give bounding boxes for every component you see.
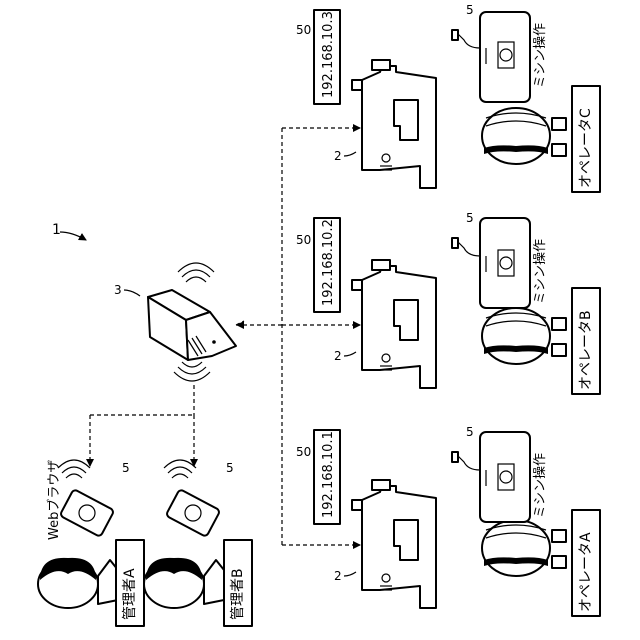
ip-address-box: 50 192.168.10.1 (296, 430, 340, 524)
operator-a-label-box: オペレータA (572, 510, 600, 616)
lane-a: 50 192.168.10.1 2 オペレータA (296, 425, 600, 616)
svg-text:50: 50 (296, 445, 311, 459)
person-icon (144, 558, 224, 608)
svg-text:オペレータA: オペレータA (578, 532, 594, 612)
smartphone-icon: 5 (58, 460, 130, 537)
svg-text:Webブラウザ: Webブラウザ (46, 460, 62, 540)
manager-b: 5 管理者B (144, 460, 252, 626)
svg-text:5: 5 (226, 461, 234, 475)
svg-text:管理者A: 管理者A (122, 568, 138, 620)
svg-text:192.168.10.3: 192.168.10.3 (321, 11, 336, 98)
manager-a-label-box: 管理者A (116, 540, 144, 626)
lane-b: 50 192.168.10.2 2 オペレータB (296, 211, 600, 394)
svg-text:5: 5 (466, 425, 474, 439)
svg-text:192.168.10.2: 192.168.10.2 (321, 219, 336, 306)
operator-person-icon (482, 520, 566, 576)
ip-address-box: 50 192.168.10.2 (296, 218, 340, 312)
manager-b-label-box: 管理者B (224, 540, 252, 626)
lane-c: 50 192.168.10.3 2 オペレータC (296, 3, 600, 192)
person-icon (38, 558, 118, 608)
svg-text:オペレータB: オペレータB (578, 310, 594, 390)
svg-text:2: 2 (334, 349, 342, 363)
web-browser-label: Webブラウザ (46, 460, 62, 540)
svg-text:192.168.10.1: 192.168.10.1 (321, 431, 336, 518)
svg-text:1: 1 (52, 222, 61, 238)
svg-text:50: 50 (296, 233, 311, 247)
svg-text:5: 5 (122, 461, 130, 475)
manager-a: 5 管理者A Webブラウザ (38, 460, 144, 626)
operator-b-label-box: オペレータB (572, 288, 600, 394)
operator-phone-icon: 5 (452, 425, 530, 522)
svg-text:オペレータC: オペレータC (578, 108, 594, 188)
sewing-machine-icon: 2 (334, 480, 436, 608)
operator-person-icon (482, 308, 566, 364)
machine-operation-label: ミシン操作 (532, 239, 548, 304)
svg-text:管理者B: 管理者B (230, 568, 246, 620)
operator-phone-icon: 5 (452, 3, 530, 102)
figure-ref-label: 1 (52, 222, 86, 240)
svg-text:5: 5 (466, 211, 474, 225)
svg-text:ミシン操作: ミシン操作 (532, 453, 548, 518)
machine-operation-label: ミシン操作 (532, 23, 548, 88)
operator-phone-icon: 5 (452, 211, 530, 308)
svg-text:2: 2 (334, 569, 342, 583)
svg-text:3: 3 (114, 283, 122, 297)
svg-text:ミシン操作: ミシン操作 (532, 239, 548, 304)
sewing-machine-icon: 2 (334, 260, 436, 388)
operator-c-label-box: オペレータC (572, 86, 600, 192)
svg-text:2: 2 (334, 149, 342, 163)
smartphone-icon: 5 (164, 460, 234, 537)
server-icon: 3 (114, 263, 236, 381)
svg-text:ミシン操作: ミシン操作 (532, 23, 548, 88)
ip-address-box: 50 192.168.10.3 (296, 10, 340, 104)
svg-text:50: 50 (296, 23, 311, 37)
sewing-machine-icon: 2 (334, 60, 436, 188)
operator-person-icon (482, 108, 566, 164)
machine-operation-label: ミシン操作 (532, 453, 548, 518)
svg-text:5: 5 (466, 3, 474, 17)
